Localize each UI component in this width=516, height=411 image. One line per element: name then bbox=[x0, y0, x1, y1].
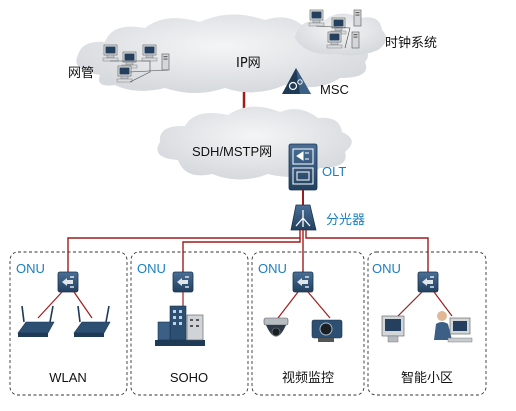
wlan-router-icon bbox=[17, 305, 55, 337]
group-box-smart-community bbox=[367, 251, 487, 396]
onu-label-soho: ONU bbox=[137, 261, 166, 276]
splitter-label: 分光器 bbox=[326, 213, 365, 228]
box-camera-icon bbox=[311, 319, 343, 342]
network-mgmt-computers bbox=[102, 44, 170, 83]
sdh-network-label: SDH/MSTP网 bbox=[192, 144, 272, 159]
onu-icon-wlan bbox=[57, 271, 79, 293]
group-box-video bbox=[251, 251, 365, 396]
soho-building-icon bbox=[155, 305, 205, 346]
clock-system-label: 时钟系统 bbox=[385, 35, 437, 51]
msc-label: MSC bbox=[320, 82, 349, 97]
msc-icon bbox=[282, 68, 311, 94]
onu-icon-video bbox=[292, 271, 314, 293]
onu-icon-smart-community bbox=[417, 271, 439, 293]
group-name-video: 视频监控 bbox=[282, 371, 334, 386]
group-name-wlan: WLAN bbox=[49, 370, 87, 385]
smart-community-user-icon bbox=[434, 311, 473, 343]
network-mgmt-label: 网管 bbox=[68, 66, 94, 81]
onu-label-wlan: ONU bbox=[16, 261, 45, 276]
olt-label: OLT bbox=[322, 164, 346, 179]
splitter-icon bbox=[290, 204, 317, 231]
onu-icon-soho bbox=[172, 271, 194, 293]
onu-label-video: ONU bbox=[258, 261, 287, 276]
ip-network-label: IP网 bbox=[236, 56, 261, 71]
dome-camera-icon bbox=[263, 317, 289, 337]
olt-icon bbox=[288, 143, 318, 191]
group-box-soho bbox=[130, 251, 249, 396]
wlan-router-icon bbox=[73, 305, 111, 337]
group-name-soho: SOHO bbox=[170, 370, 208, 385]
group-name-smart-community: 智能小区 bbox=[401, 371, 453, 386]
onu-label-smart-community: ONU bbox=[372, 261, 401, 276]
onu-device-links bbox=[37, 291, 453, 319]
clock-system-computers bbox=[308, 9, 362, 49]
smart-community-terminal-icon bbox=[381, 315, 405, 343]
group-box-wlan bbox=[9, 251, 128, 396]
